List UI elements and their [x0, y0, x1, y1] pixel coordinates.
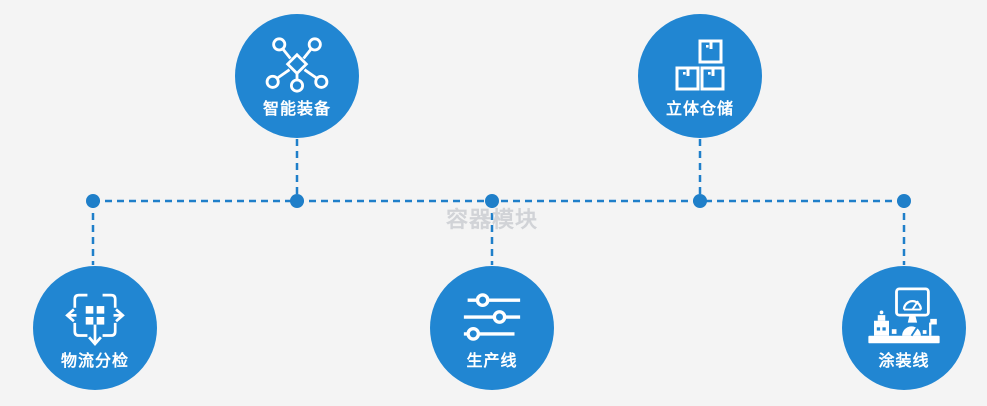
- node-label: 涂装线: [878, 350, 930, 370]
- node-smart-equipment: 智能装备: [235, 14, 359, 138]
- node-production-line: 生产线: [430, 266, 554, 390]
- control-station-icon: [862, 286, 946, 346]
- connector-dot: [290, 194, 304, 208]
- connector-dot: [485, 194, 499, 208]
- distribute-arrows-icon: [64, 288, 126, 346]
- network-nodes-icon: [264, 36, 330, 94]
- connector-dot: [897, 194, 911, 208]
- node-label: 生产线: [466, 350, 518, 370]
- node-label: 立体仓储: [665, 98, 734, 118]
- node-label: 智能装备: [262, 98, 331, 118]
- node-warehouse: 立体仓储: [638, 14, 762, 138]
- node-label: 物流分检: [60, 350, 129, 370]
- node-logistics-sorting: 物流分检: [33, 266, 157, 390]
- sliders-icon: [462, 288, 522, 346]
- connector-dot: [86, 194, 100, 208]
- connector-dot: [693, 194, 707, 208]
- stacked-boxes-icon: [675, 36, 725, 94]
- node-painting-line: 涂装线: [842, 266, 966, 390]
